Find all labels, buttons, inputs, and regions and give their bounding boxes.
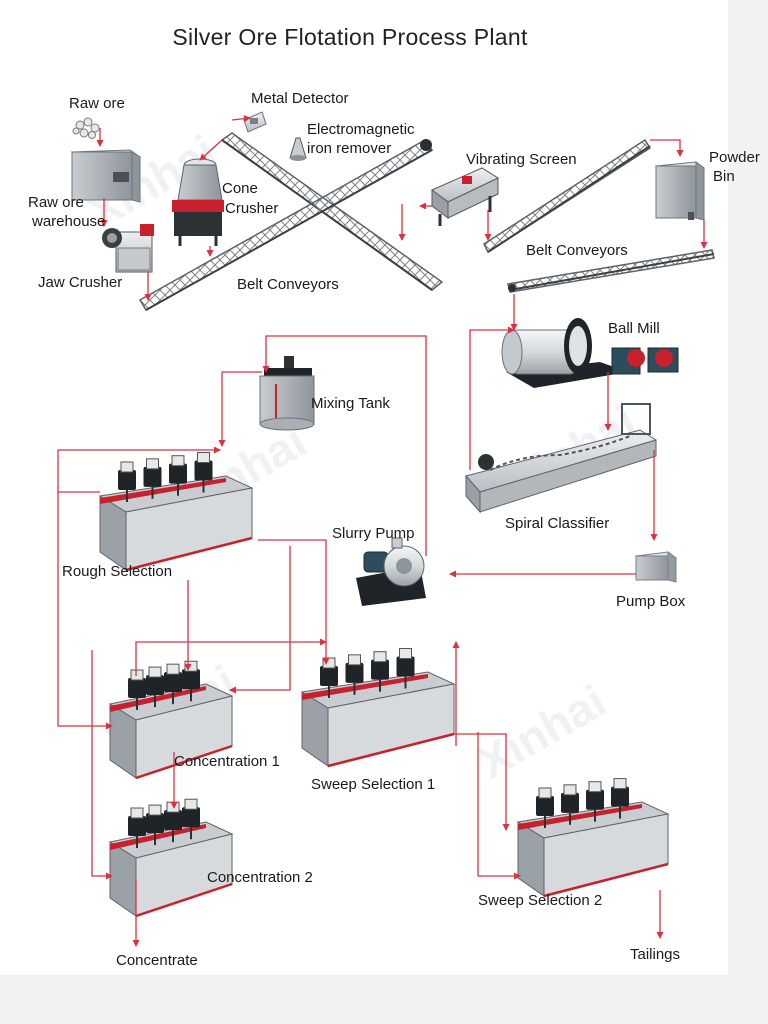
label-belt-conveyors-right: Belt Conveyors — [526, 242, 628, 259]
page-title: Silver Ore Flotation Process Plant — [172, 24, 528, 50]
label-belt-conveyors-left: Belt Conveyors — [237, 276, 339, 293]
label-concentration-1: Concentration 1 — [174, 753, 280, 770]
diagram-canvas: Xinhai Xinhai Xinhai Xinhai Xinhai — [0, 0, 760, 975]
label-spiral-classifier: Spiral Classifier — [505, 515, 610, 532]
label-concentration-2: Concentration 2 — [207, 869, 313, 886]
label-electromagnetic: Electromagnetic — [307, 121, 415, 138]
spiral-classifier-icon — [465, 403, 658, 514]
label-concentrate: Concentrate — [116, 952, 198, 969]
belt-conveyor-left-b — [138, 139, 434, 312]
belt-conveyor-right-a — [483, 138, 652, 254]
label-rough-selection: Rough Selection — [62, 563, 173, 580]
cone-crusher-icon — [172, 158, 224, 246]
flotation-machine-concentration-1 — [108, 660, 234, 780]
label-mixing-tank: Mixing Tank — [311, 395, 390, 412]
label-iron-remover: iron remover — [307, 140, 392, 157]
label-bin: Bin — [713, 168, 735, 185]
slurry-pump-icon — [356, 537, 426, 606]
metal-detector-icon — [243, 111, 267, 133]
flotation-machine-sweep-selection-2 — [516, 778, 670, 898]
label-slurry-pump: Slurry Pump — [332, 525, 415, 542]
label-cone: Cone — [222, 180, 258, 197]
flotation-machine-concentration-2 — [108, 798, 234, 918]
vibrating-screen-icon — [431, 167, 500, 226]
belt-conveyor-right-b — [507, 249, 715, 293]
label-warehouse: warehouse — [32, 213, 106, 230]
pump-box-icon — [634, 551, 678, 583]
process-flow-art: Xinhai Xinhai Xinhai Xinhai Xinhai — [57, 111, 715, 947]
raw-ore-icon — [72, 117, 100, 139]
label-powder: Powder — [709, 149, 760, 166]
process-flow-lines — [57, 115, 708, 947]
label-vibrating-screen: Vibrating Screen — [466, 151, 577, 168]
iron-remover-icon — [289, 137, 307, 161]
label-tailings: Tailings — [630, 946, 681, 963]
label-sweep-selection-2: Sweep Selection 2 — [478, 892, 603, 909]
powder-bin-icon — [654, 161, 706, 221]
flotation-machine-rough-selection — [98, 452, 254, 572]
flotation-machine-sweep-selection-1 — [300, 648, 456, 768]
label-pump-box: Pump Box — [616, 593, 686, 610]
raw-ore-warehouse-icon — [70, 149, 142, 203]
label-sweep-selection-1: Sweep Selection 1 — [311, 776, 436, 793]
jaw-crusher-icon — [102, 224, 154, 273]
label-metal-detector: Metal Detector — [251, 90, 349, 107]
label-raw-ore: Raw ore — [69, 95, 125, 112]
belt-conveyor-left-a — [220, 132, 444, 291]
ball-mill-icon — [501, 318, 679, 388]
watermark-logo: Xinhai — [469, 675, 615, 789]
label-jaw-crusher: Jaw Crusher — [38, 274, 123, 291]
label-ball-mill: Ball Mill — [608, 320, 660, 337]
mixing-tank-icon — [259, 356, 315, 431]
label-crusher: Crusher — [225, 200, 279, 217]
label-raw-ore-2: Raw ore — [28, 194, 84, 211]
